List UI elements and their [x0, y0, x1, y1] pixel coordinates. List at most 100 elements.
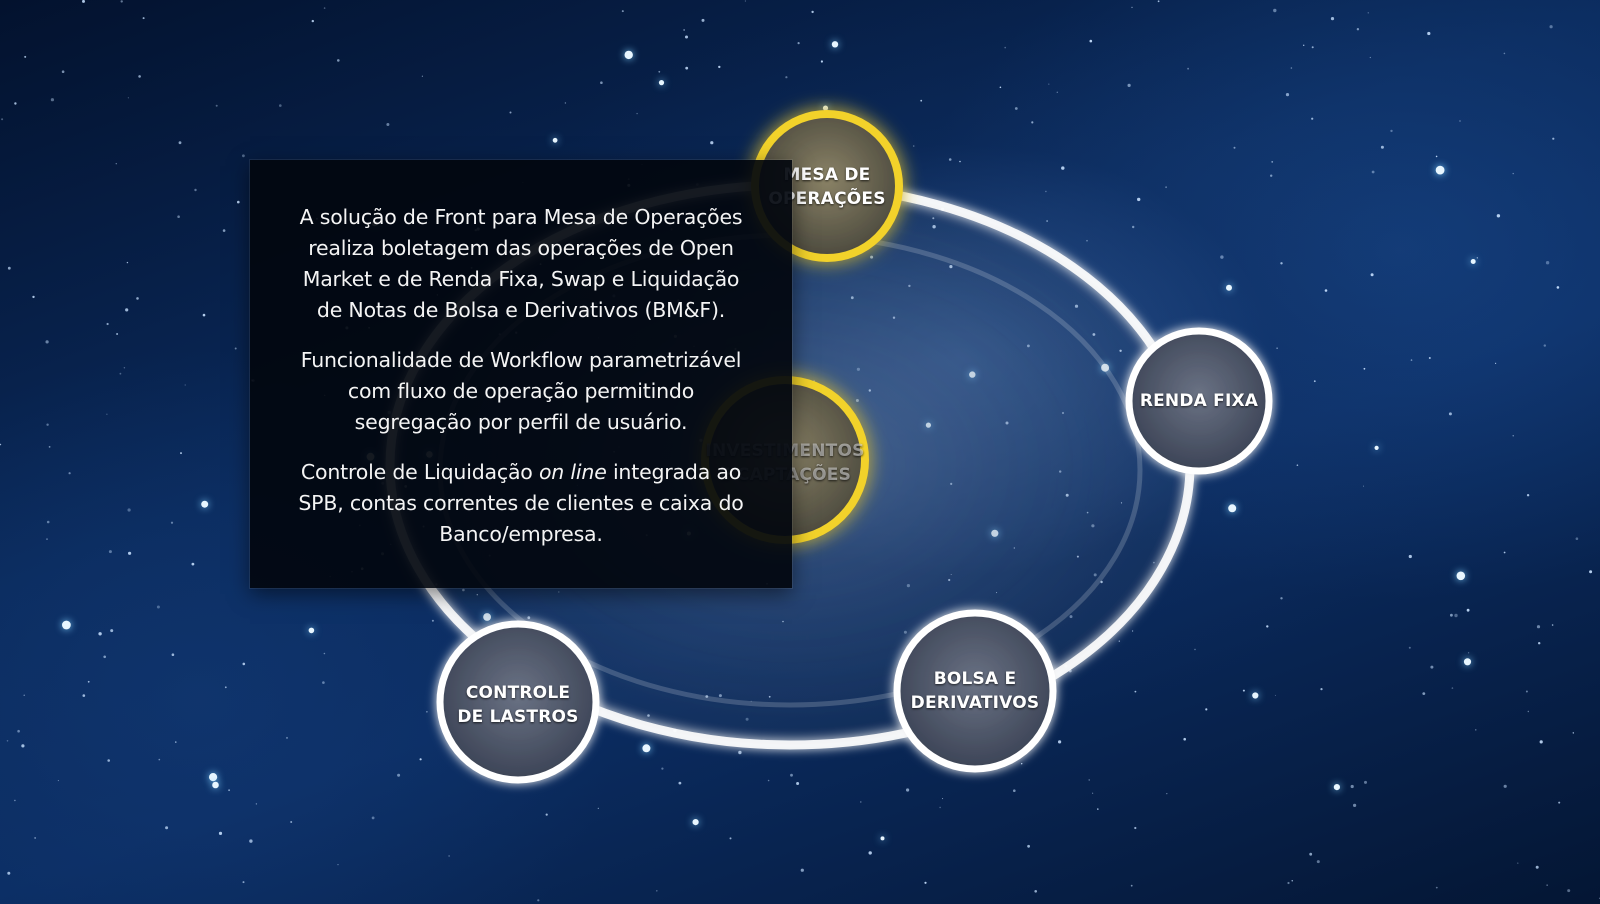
star [1097, 808, 1099, 810]
star [920, 99, 923, 102]
star [1556, 286, 1560, 289]
star [82, 694, 86, 697]
star [397, 773, 401, 777]
star [1130, 884, 1133, 887]
star [1353, 803, 1357, 808]
star [1132, 225, 1135, 229]
star [323, 7, 326, 9]
star [7, 871, 11, 875]
star [228, 789, 231, 792]
star [999, 86, 1002, 89]
star [386, 123, 390, 126]
star [1422, 692, 1426, 695]
star [1459, 120, 1461, 122]
star [1048, 83, 1050, 85]
star [1205, 708, 1208, 711]
star [1014, 107, 1018, 110]
star [811, 10, 814, 14]
star [308, 627, 315, 634]
star [797, 42, 800, 45]
star [1408, 646, 1411, 649]
star [171, 653, 175, 656]
star [1058, 740, 1062, 744]
star [942, 798, 944, 800]
star [1496, 214, 1501, 218]
node-renda-fixa-circle[interactable] [1125, 327, 1273, 475]
star [1131, 6, 1133, 9]
star [1273, 8, 1277, 13]
star [1476, 257, 1478, 259]
star [1045, 190, 1047, 193]
star [1435, 886, 1438, 889]
star [718, 65, 721, 69]
star [1428, 357, 1431, 359]
star [1495, 362, 1497, 364]
star [692, 819, 699, 826]
star [158, 758, 161, 761]
star [1004, 46, 1006, 49]
star [1316, 860, 1320, 864]
star [1374, 445, 1379, 450]
star [738, 750, 742, 755]
star [1287, 881, 1290, 885]
star [237, 200, 240, 204]
star [1430, 665, 1434, 669]
star [14, 102, 17, 105]
star [1545, 261, 1550, 265]
star [1363, 485, 1364, 487]
star [1089, 39, 1093, 43]
star [656, 890, 658, 892]
node-bolsa-derivativos-circle[interactable] [893, 609, 1057, 773]
star [1589, 570, 1593, 574]
star [14, 799, 16, 802]
star [68, 472, 71, 475]
star [1031, 121, 1034, 124]
star [1552, 137, 1555, 140]
star [1092, 792, 1094, 794]
star [224, 686, 227, 689]
star [1226, 284, 1232, 291]
star [1370, 273, 1374, 277]
star [545, 813, 548, 816]
star [880, 836, 885, 841]
star [1356, 28, 1360, 31]
star [1567, 889, 1571, 893]
star [106, 413, 108, 415]
star [1539, 740, 1543, 744]
star [1350, 784, 1354, 789]
star [564, 102, 567, 104]
star [165, 826, 169, 830]
star [1512, 172, 1514, 175]
star [242, 662, 246, 666]
star [683, 29, 685, 31]
star [177, 215, 180, 218]
star [1183, 737, 1186, 741]
star [744, 0, 747, 2]
star [1525, 690, 1528, 693]
star [1290, 67, 1293, 69]
star [323, 652, 326, 655]
star [180, 452, 182, 455]
star [87, 680, 90, 683]
star [624, 50, 633, 60]
description-paragraph-workflow: Funcionalidade de Workflow parametrizáve… [300, 348, 742, 434]
star [426, 711, 428, 713]
star [685, 66, 689, 70]
star [123, 367, 126, 369]
star [1526, 494, 1530, 497]
star [868, 851, 872, 855]
star [21, 744, 25, 748]
star [419, 758, 422, 761]
star [1454, 613, 1458, 618]
star [1546, 884, 1548, 886]
star [421, 75, 423, 77]
star [924, 881, 927, 884]
node-controle-lastros-circle[interactable] [436, 620, 600, 784]
star [1061, 166, 1065, 170]
star [120, 0, 123, 3]
star [1512, 435, 1514, 437]
star [1271, 161, 1274, 163]
star [1470, 259, 1476, 264]
star [108, 550, 112, 554]
